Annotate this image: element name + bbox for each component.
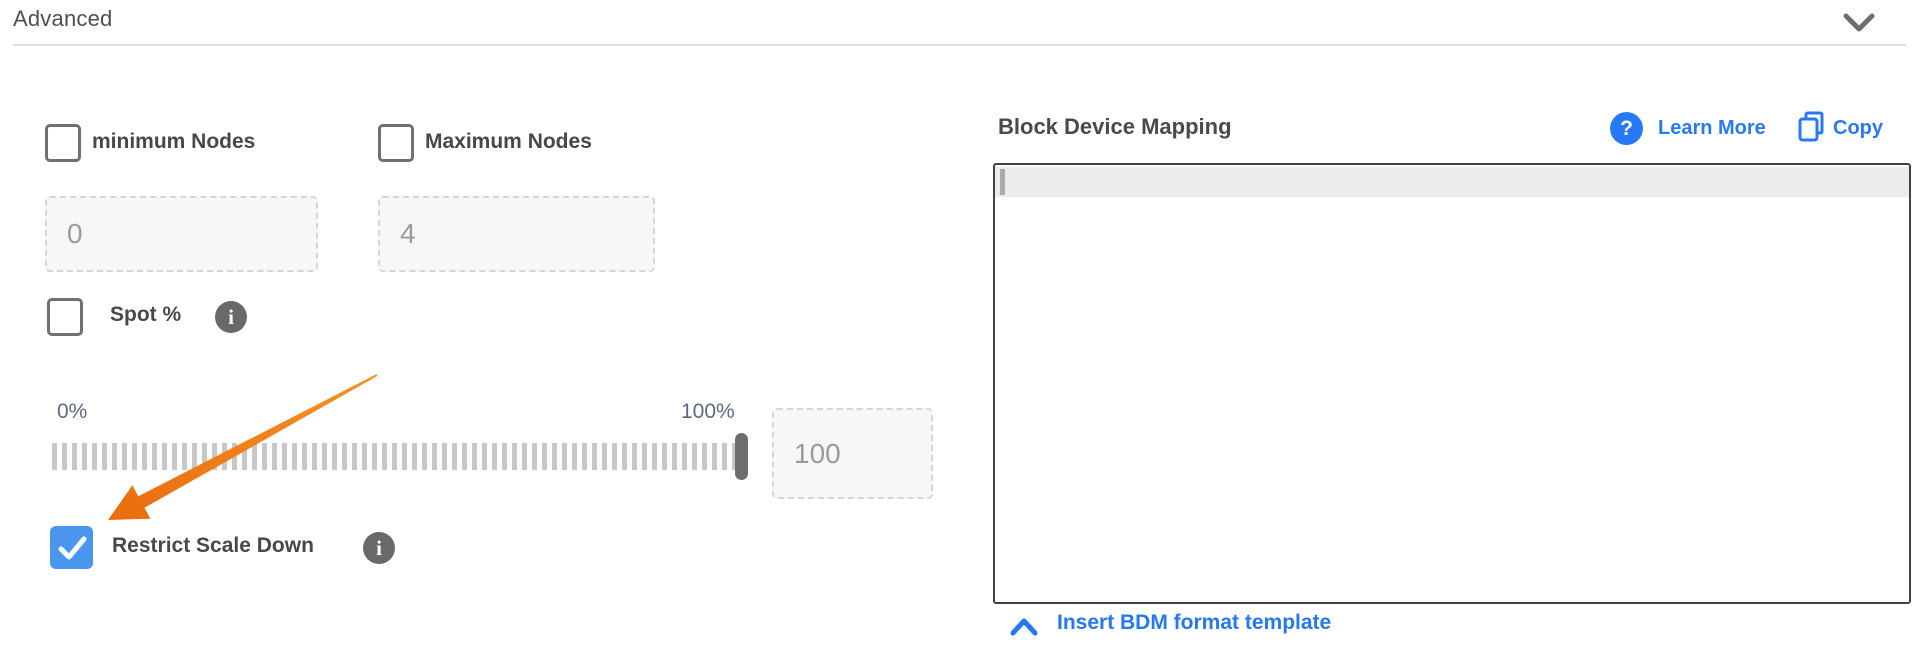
slider-max-label: 100% <box>681 400 735 423</box>
slider-min-label: 0% <box>57 400 88 423</box>
spot-pct-value-input[interactable] <box>772 408 933 499</box>
chevron-down-icon[interactable] <box>1843 12 1875 34</box>
info-glyph: i <box>376 535 382 560</box>
bdm-title: Block Device Mapping <box>998 114 1232 139</box>
spot-slider-track[interactable] <box>52 443 742 470</box>
section-divider <box>13 44 1906 46</box>
copy-link[interactable]: Copy <box>1833 117 1883 139</box>
help-icon[interactable]: ? <box>1610 112 1643 145</box>
maximum-nodes-checkbox[interactable] <box>378 124 414 162</box>
restrict-scale-down-label[interactable]: Restrict Scale Down <box>112 534 314 557</box>
restrict-scale-down-checkbox[interactable] <box>50 526 93 569</box>
restrict-info-icon[interactable]: i <box>363 532 395 564</box>
editor-active-line <box>995 167 1909 197</box>
editor-caret <box>1000 169 1005 195</box>
maximum-nodes-label[interactable]: Maximum Nodes <box>425 130 592 153</box>
maximum-nodes-input[interactable] <box>378 196 655 272</box>
checkmark-icon <box>58 536 86 559</box>
spot-slider-handle[interactable] <box>735 433 748 480</box>
section-title: Advanced <box>13 6 113 31</box>
insert-bdm-template-link[interactable]: Insert BDM format template <box>1057 611 1332 634</box>
minimum-nodes-label[interactable]: minimum Nodes <box>92 130 256 153</box>
spot-pct-checkbox[interactable] <box>47 298 83 336</box>
minimum-nodes-input[interactable] <box>45 196 318 272</box>
copy-icon[interactable] <box>1797 111 1825 143</box>
info-glyph: i <box>228 304 234 329</box>
annotation-arrow <box>108 374 378 520</box>
minimum-nodes-checkbox[interactable] <box>45 124 81 162</box>
help-glyph: ? <box>1620 116 1633 140</box>
bdm-editor[interactable] <box>993 163 1911 604</box>
spot-info-icon[interactable]: i <box>215 301 247 333</box>
chevron-up-icon[interactable] <box>1010 617 1038 637</box>
spot-pct-label[interactable]: Spot % <box>110 303 182 326</box>
learn-more-link[interactable]: Learn More <box>1658 117 1766 139</box>
